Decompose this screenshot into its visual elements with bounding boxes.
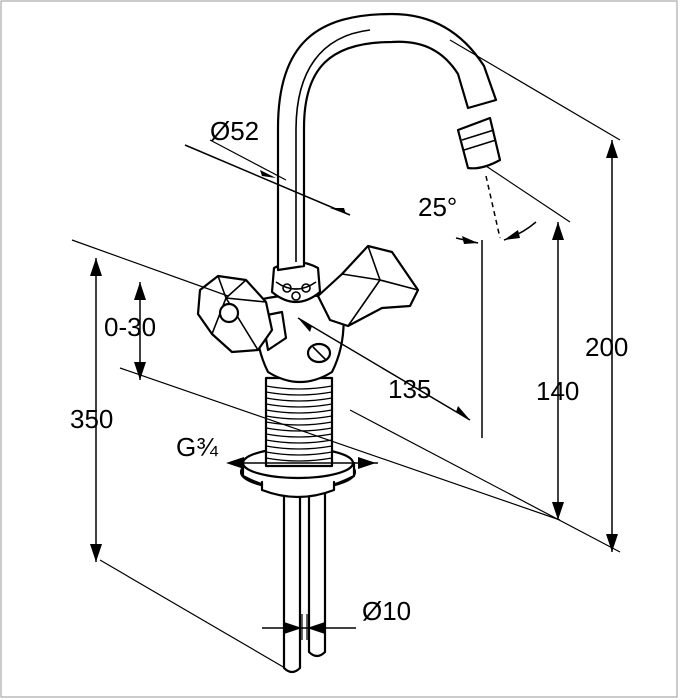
supply-hoses: [282, 490, 327, 674]
label-hose-diameter: Ø10: [362, 596, 411, 626]
dimension-lines: [71, 39, 621, 669]
right-handle: [316, 244, 420, 328]
left-handle: [196, 274, 288, 354]
spout: [276, 12, 502, 272]
label-thread: G¾: [176, 432, 218, 462]
label-outlet-height: 140: [536, 376, 579, 406]
label-spout-diameter: Ø52: [210, 116, 259, 146]
label-swivel-angle: 25°: [418, 192, 457, 222]
label-reach: 135: [388, 374, 431, 404]
label-total-height: 200: [585, 332, 628, 362]
dimension-labels: Ø52 25° 0-30 G¾ 135 140 200 350 Ø10: [70, 116, 628, 626]
label-adjust-range: 0-30: [104, 312, 156, 342]
label-hose-length: 350: [70, 404, 113, 434]
faucet: [196, 12, 502, 674]
